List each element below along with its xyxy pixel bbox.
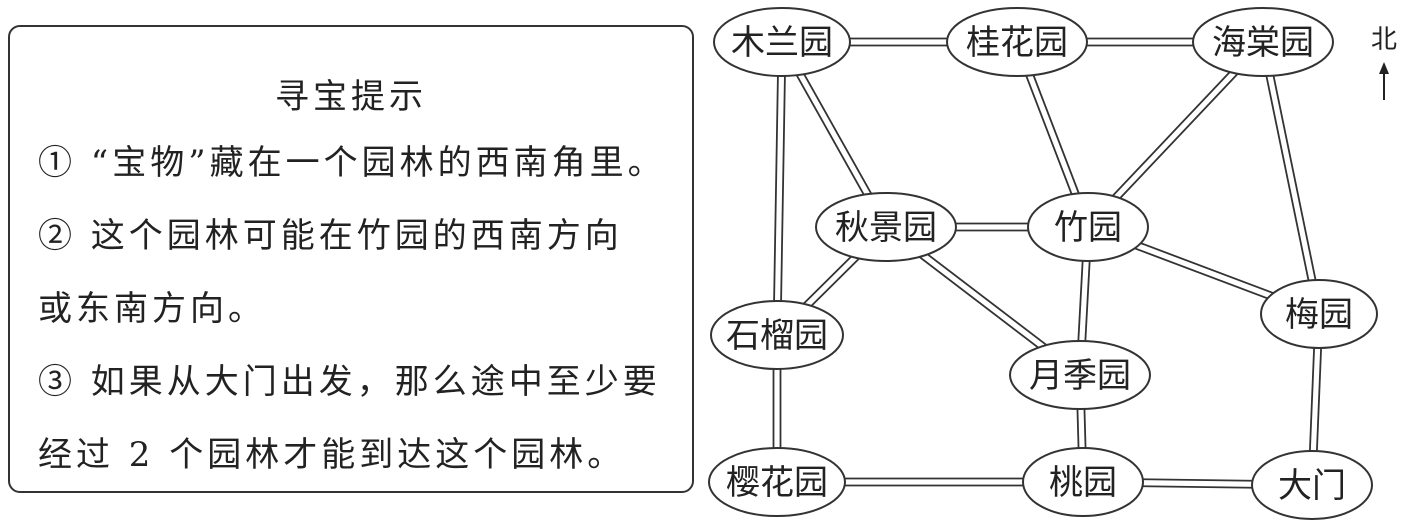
hint-line-3: 或东南方向。 (38, 289, 266, 329)
garden-label: 石榴园 (726, 316, 828, 356)
garden-mei: 梅园 (1260, 279, 1378, 349)
garden-shiliu: 石榴园 (710, 300, 844, 370)
north-arrow-icon (1379, 62, 1389, 74)
path-haitang-mei (1258, 42, 1317, 315)
hint-line-5: 经过 2 个园林才能到达这个园林。 (38, 435, 626, 475)
north-indicator: 北 (1371, 25, 1397, 100)
garden-oval (708, 447, 846, 517)
garden-label: 樱花园 (726, 463, 828, 503)
paths-layer (772, 37, 1324, 490)
garden-label: 海棠园 (1212, 23, 1314, 63)
garden-label: 秋景园 (835, 208, 937, 248)
garden-yinghua: 樱花园 (708, 447, 846, 517)
garden-tao: 桃园 (1022, 447, 1144, 517)
garden-label: 木兰园 (731, 23, 833, 63)
garden-qiujing: 秋景园 (815, 192, 957, 262)
garden-yueji: 月季园 (1009, 340, 1151, 410)
garden-label: 梅园 (1285, 295, 1353, 335)
garden-oval (815, 192, 957, 262)
hint-title: 寻宝提示 (275, 77, 427, 117)
garden-oval (1027, 192, 1149, 262)
garden-label: 桂花园 (966, 23, 1068, 63)
garden-label: 月季园 (1029, 356, 1131, 396)
garden-oval (946, 7, 1088, 77)
garden-oval (713, 7, 851, 77)
garden-oval (1009, 340, 1151, 410)
garden-oval (1251, 450, 1373, 520)
garden-damen: 大门 (1251, 450, 1373, 520)
path-haitang-mei (1265, 41, 1324, 314)
treasure-hint-box: 寻宝提示 ① “宝物”藏在一个园林的西南角里。 ② 这个园林可能在竹园的西南方向… (8, 25, 694, 493)
hint-line-1: ① “宝物”藏在一个园林的西南角里。 (38, 143, 666, 183)
garden-label: 桃园 (1049, 463, 1117, 503)
garden-mulan: 木兰园 (713, 7, 851, 77)
path-mulan-shiliu (772, 41, 780, 335)
garden-oval (1192, 7, 1334, 77)
garden-oval (710, 300, 844, 370)
hint-line-2: ② 这个园林可能在竹园的西南方向 (38, 216, 623, 256)
garden-haitang: 海棠园 (1192, 7, 1334, 77)
garden-zhu: 竹园 (1027, 192, 1149, 262)
garden-oval (1022, 447, 1144, 517)
garden-guihua: 桂花园 (946, 7, 1088, 77)
path-mulan-shiliu (779, 42, 787, 336)
hint-line-4: ③ 如果从大门出发，那么途中至少要 (38, 362, 661, 402)
garden-label: 大门 (1278, 466, 1346, 506)
garden-label: 竹园 (1054, 208, 1122, 248)
garden-oval (1260, 279, 1378, 349)
north-label: 北 (1371, 25, 1397, 55)
